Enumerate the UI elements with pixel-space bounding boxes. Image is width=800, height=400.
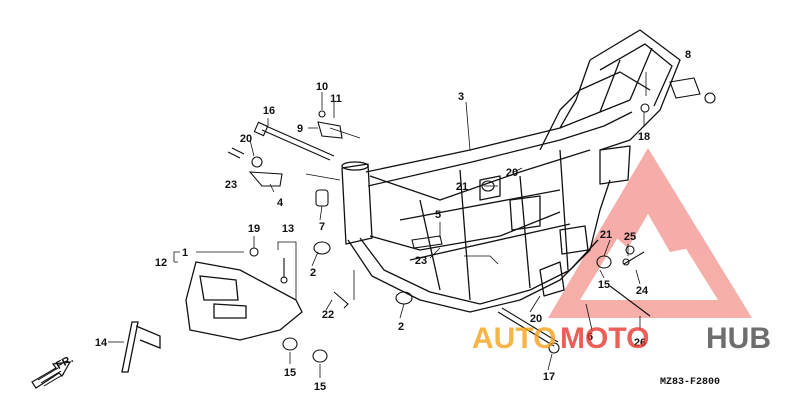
part-label-8: 8	[685, 49, 691, 61]
diagram-code: MZ83-F2800	[660, 377, 720, 388]
part-label-18: 18	[638, 131, 650, 143]
part-label-7: 7	[319, 221, 325, 233]
part-label-5: 5	[435, 209, 441, 221]
part-label-3: 3	[458, 91, 464, 103]
leader-lines	[108, 72, 647, 378]
part-label-25: 25	[624, 231, 636, 243]
watermark-auto: AUTO	[472, 322, 556, 355]
part-label-11: 11	[330, 93, 342, 105]
strap	[121, 321, 161, 373]
part-number-labels: 3 10 11 9 16 20 23 4 7 8 18 20 21 5 23 1…	[95, 49, 691, 393]
part-label-10: 10	[316, 81, 328, 93]
part-label-2-bottom: 2	[398, 321, 404, 333]
small-parts	[227, 77, 716, 363]
part-label-15-c: 15	[598, 279, 610, 291]
watermark-triangle	[548, 148, 752, 318]
part-label-19: 19	[248, 223, 260, 235]
main-frame	[341, 29, 681, 313]
part-label-9: 9	[297, 123, 303, 135]
part-label-20-mid: 20	[506, 167, 518, 179]
part-label-23-left: 23	[225, 179, 237, 191]
side-cover	[185, 261, 303, 341]
part-label-16: 16	[263, 105, 275, 117]
watermark-hub: HUB	[706, 322, 771, 355]
part-label-1: 1	[182, 247, 188, 259]
watermark-moto: MOTO	[560, 322, 649, 355]
part-label-15-a: 15	[284, 367, 296, 379]
direction-label: FR.	[54, 353, 75, 372]
part-label-13: 13	[282, 223, 294, 235]
part-label-6: 6	[587, 331, 593, 343]
part-label-14: 14	[95, 337, 108, 349]
part-label-21-mid: 21	[456, 181, 468, 193]
watermark-text: AUTO MOTO HUB	[472, 322, 771, 355]
part-label-20-right: 20	[530, 313, 542, 325]
part-label-20-left: 20	[240, 133, 252, 145]
part-label-4: 4	[277, 197, 284, 209]
direction-arrow	[31, 361, 72, 389]
part-label-24: 24	[636, 285, 649, 297]
part-label-26: 26	[634, 337, 646, 349]
part-label-2-left: 2	[310, 267, 316, 279]
part-label-22: 22	[322, 309, 334, 321]
part-label-15-b: 15	[314, 381, 326, 393]
part-label-23-mid: 23	[415, 255, 427, 267]
part-label-17: 17	[543, 371, 555, 383]
part-label-12: 12	[155, 257, 167, 269]
part-label-21-right: 21	[600, 229, 612, 241]
